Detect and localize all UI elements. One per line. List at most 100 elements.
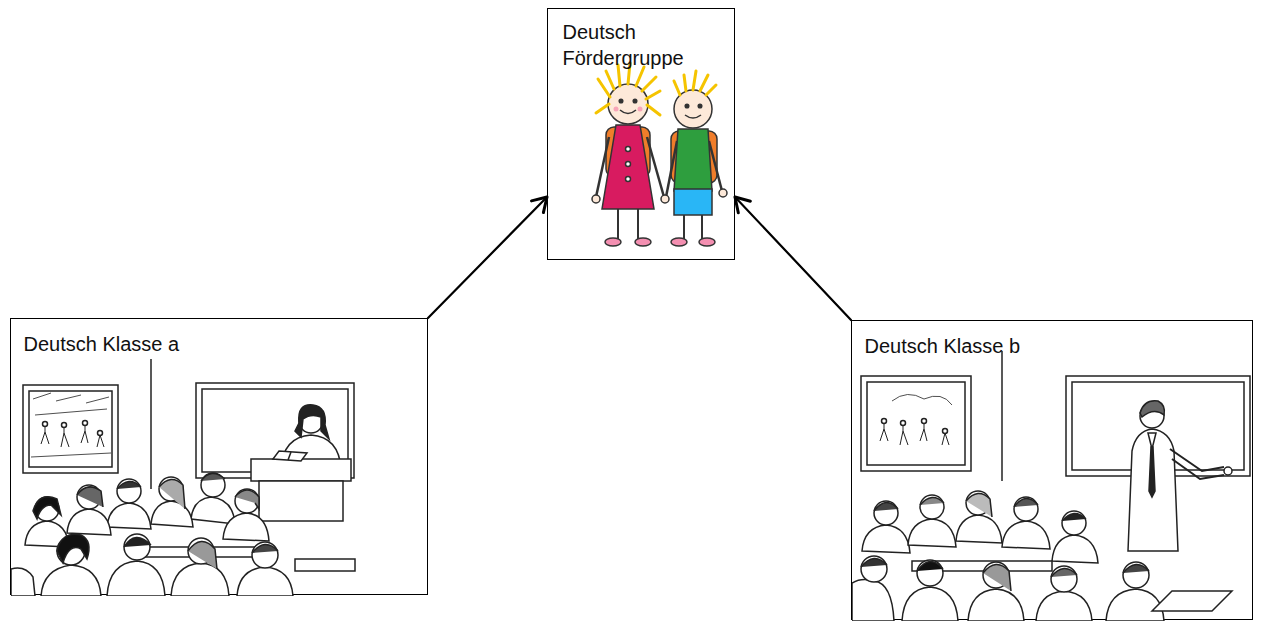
teacher-figure xyxy=(1170,449,1224,471)
classroom-room xyxy=(882,419,887,424)
students-group xyxy=(862,525,910,553)
students-group xyxy=(1062,511,1086,535)
students-group xyxy=(956,515,1002,543)
teacher-figure xyxy=(1149,447,1155,497)
classroom-room xyxy=(150,359,152,489)
classroom-room xyxy=(31,453,111,457)
boy-figure xyxy=(685,115,701,118)
girl-figure xyxy=(605,238,621,246)
classroom-room xyxy=(922,419,927,424)
girl-figure xyxy=(638,107,643,112)
girl-figure xyxy=(633,99,637,103)
girl-figure xyxy=(637,209,639,239)
classroom-illustration xyxy=(852,321,1254,621)
students-group xyxy=(237,567,293,596)
students-group xyxy=(1123,564,1149,573)
students-group xyxy=(1052,535,1098,563)
students-group xyxy=(235,489,259,513)
students-group xyxy=(252,542,278,568)
students-group xyxy=(908,519,956,547)
classroom-room xyxy=(901,421,906,426)
arrow-line xyxy=(428,197,547,318)
teacher-figure xyxy=(1224,467,1232,475)
teacher-figure xyxy=(1172,459,1224,479)
class-box: Deutsch Klasse b xyxy=(851,320,1253,620)
arrow-head xyxy=(532,197,548,213)
students-group xyxy=(201,473,225,497)
girl-figure xyxy=(626,177,631,182)
girl-figure xyxy=(617,209,619,239)
arrow-head xyxy=(735,197,750,213)
classroom-illustration xyxy=(11,319,429,596)
students-group xyxy=(107,561,165,596)
class-box: Deutsch Klasse a xyxy=(10,318,428,595)
girl-figure xyxy=(620,110,636,114)
students-group xyxy=(861,556,887,582)
boy-figure xyxy=(698,104,702,108)
students-group xyxy=(151,501,193,527)
classroom-room xyxy=(41,425,104,447)
boy-figure xyxy=(674,129,712,191)
boy-figure xyxy=(661,195,669,203)
students-group xyxy=(41,565,101,596)
students-group xyxy=(124,537,151,547)
students-group xyxy=(902,587,958,621)
girl-figure xyxy=(592,63,664,246)
box-label: Deutsch Fördergruppe xyxy=(563,19,719,71)
teacher-figure xyxy=(273,451,307,461)
teacher-figure xyxy=(251,459,351,481)
teacher-figure xyxy=(251,405,351,521)
girl-figure xyxy=(619,99,623,103)
students-group xyxy=(874,502,898,511)
arrow-connector xyxy=(428,197,547,318)
students-group xyxy=(235,490,259,509)
boy-figure xyxy=(674,71,716,95)
girl-figure xyxy=(635,238,651,246)
box-label: Deutsch Klasse a xyxy=(24,331,180,357)
students-group xyxy=(171,563,229,596)
students-group xyxy=(966,493,992,517)
students-group xyxy=(1014,497,1038,521)
boy-figure xyxy=(671,238,687,246)
students-group xyxy=(861,558,887,567)
classroom-room xyxy=(23,385,118,473)
teacher-figure xyxy=(1128,429,1178,551)
students-group xyxy=(983,564,1011,591)
students-group xyxy=(852,579,894,621)
girl-figure xyxy=(614,107,619,112)
teacher-figure xyxy=(259,481,343,521)
students-group xyxy=(1051,566,1077,592)
students-group xyxy=(107,503,151,529)
classroom-room xyxy=(943,429,948,434)
girl-figure xyxy=(602,125,654,209)
classroom-room xyxy=(867,382,965,465)
children-illustration xyxy=(548,9,734,261)
boy-figure xyxy=(699,238,715,246)
students-group xyxy=(1002,521,1050,549)
girl-figure xyxy=(626,162,631,167)
boy-figure xyxy=(674,189,712,215)
students-group xyxy=(124,534,150,560)
boy-figure xyxy=(661,71,727,246)
box-label: Deutsch Klasse b xyxy=(865,333,1021,359)
classroom-room xyxy=(1001,351,1003,481)
teacher-figure xyxy=(295,405,329,439)
classroom-room xyxy=(861,376,971,471)
classroom-room xyxy=(892,394,952,405)
arrow-connector xyxy=(735,197,851,320)
support-group-box: Deutsch Fördergruppe xyxy=(547,8,735,260)
students-group xyxy=(852,491,1232,621)
students-group xyxy=(117,479,141,503)
classroom-room xyxy=(880,423,949,445)
boy-figure xyxy=(701,215,703,239)
students-group xyxy=(920,497,944,505)
girl-figure xyxy=(626,147,631,152)
boy-figure xyxy=(685,104,689,108)
teacher-figure xyxy=(1140,401,1164,417)
classroom-room xyxy=(23,359,354,489)
students-group xyxy=(912,561,1052,571)
students-group xyxy=(917,560,943,586)
classroom-room xyxy=(861,351,1250,481)
girl-figure xyxy=(592,195,600,203)
